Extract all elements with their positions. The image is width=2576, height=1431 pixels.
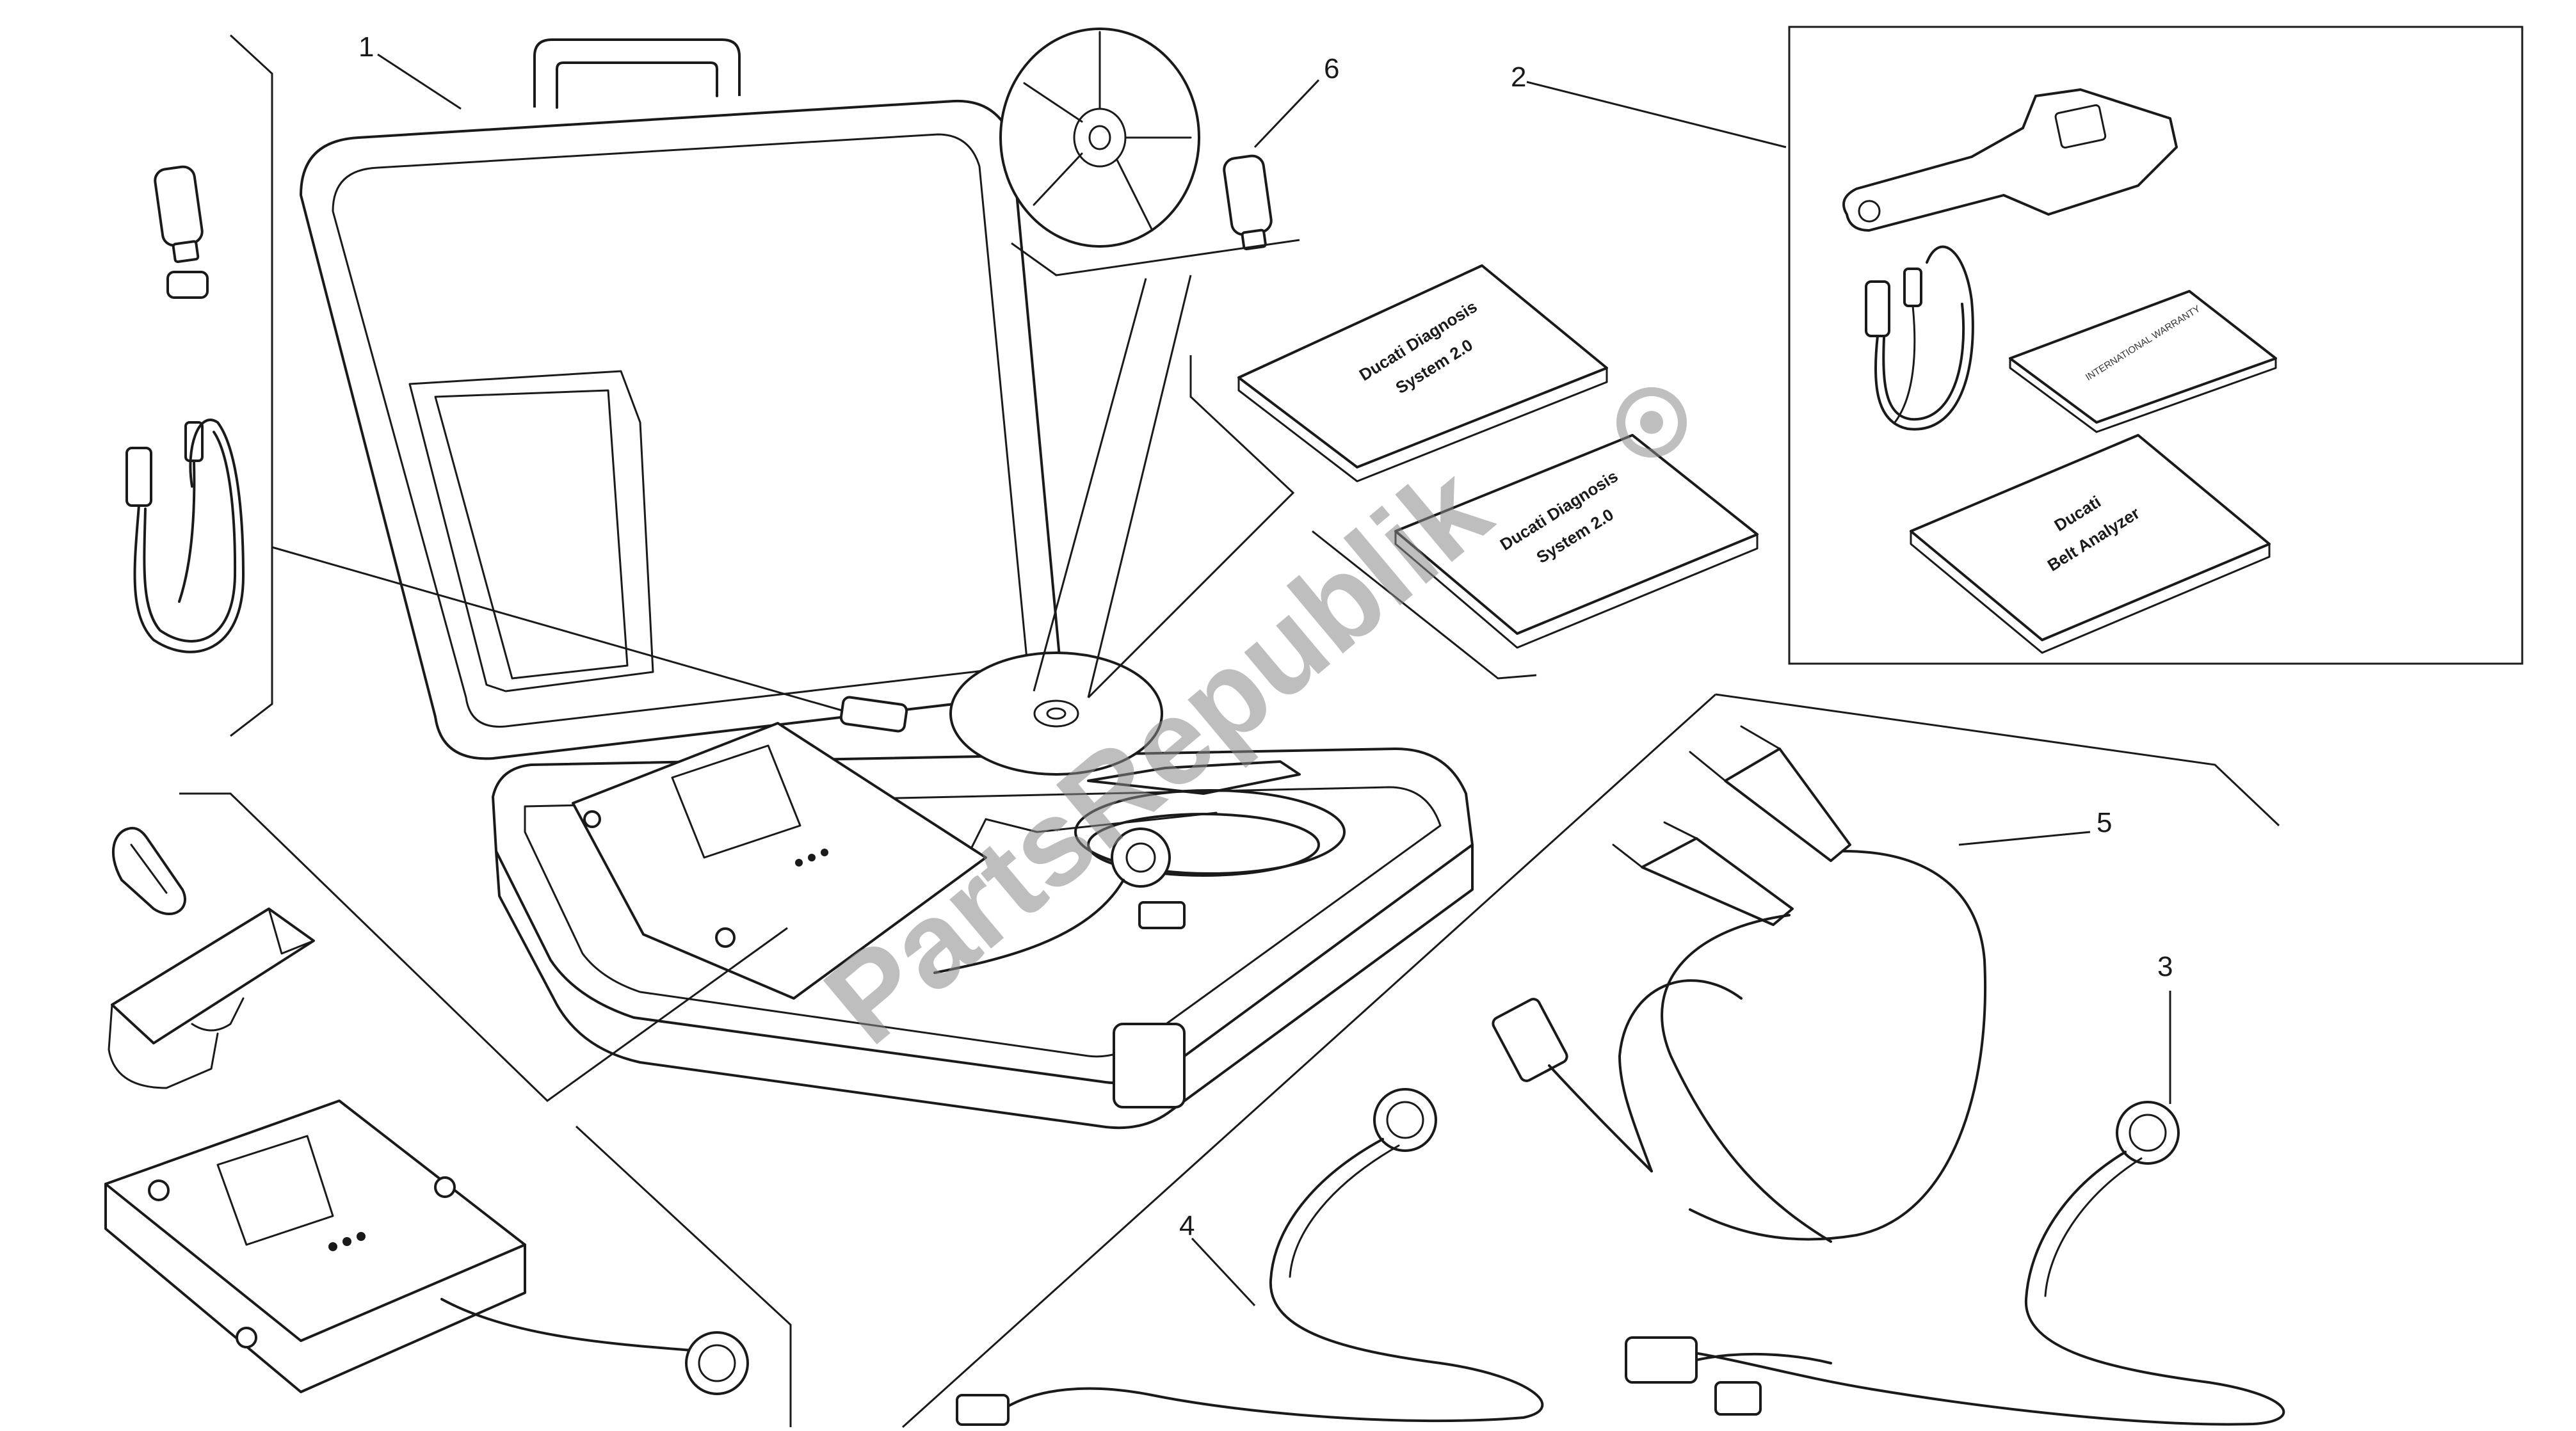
manuals-bracket-lines — [1087, 355, 1537, 699]
cd-bracket-lines — [1011, 239, 1300, 698]
left-bracket-lines — [229, 34, 273, 737]
belt-analyzer-kit-box — [1788, 26, 2524, 665]
callout-1: 1 — [358, 31, 374, 63]
usb-dongle-part — [154, 165, 209, 299]
callout-3: 3 — [2157, 951, 2173, 982]
belt-analyzer-cable — [1865, 245, 1974, 431]
case-controller-unit — [572, 722, 987, 1000]
callout-2: 2 — [1511, 61, 1526, 93]
belt-analyzer-manual: Ducati Belt Analyzer — [1910, 434, 2271, 654]
case-cd — [949, 652, 1163, 776]
usb-cable-part — [125, 419, 245, 653]
diagnosis-manual-b: Ducati Diagnosis System 2.0 — [1394, 434, 1759, 649]
software-cd-part — [999, 28, 1200, 248]
dongle-part — [1223, 154, 1273, 251]
case-usb-stick — [839, 696, 908, 733]
shoulder-strap-part — [108, 907, 315, 1089]
case-coiled-cables — [933, 760, 1346, 974]
callout-leaders — [271, 53, 2171, 1307]
international-warranty-booklet: INTERNATIONAL WARRANTY — [2009, 290, 2277, 433]
callout-4: 4 — [1179, 1210, 1195, 1242]
lower-bracket-lines — [179, 792, 792, 1427]
adapter-cable-3 — [1625, 1101, 2285, 1426]
adapter-cable-4 — [956, 1088, 1544, 1426]
cables-bracket-lines — [901, 693, 2280, 1428]
callout-6: 6 — [1324, 53, 1339, 84]
watermark-gear-icon — [1616, 387, 1687, 458]
carabiner-part — [111, 826, 186, 916]
belt-analyzer-device — [1842, 88, 2178, 232]
diagnostic-controller-unit — [104, 1099, 749, 1395]
callout-5: 5 — [2097, 807, 2112, 838]
battery-clamp-cable-5 — [1492, 725, 1987, 1243]
